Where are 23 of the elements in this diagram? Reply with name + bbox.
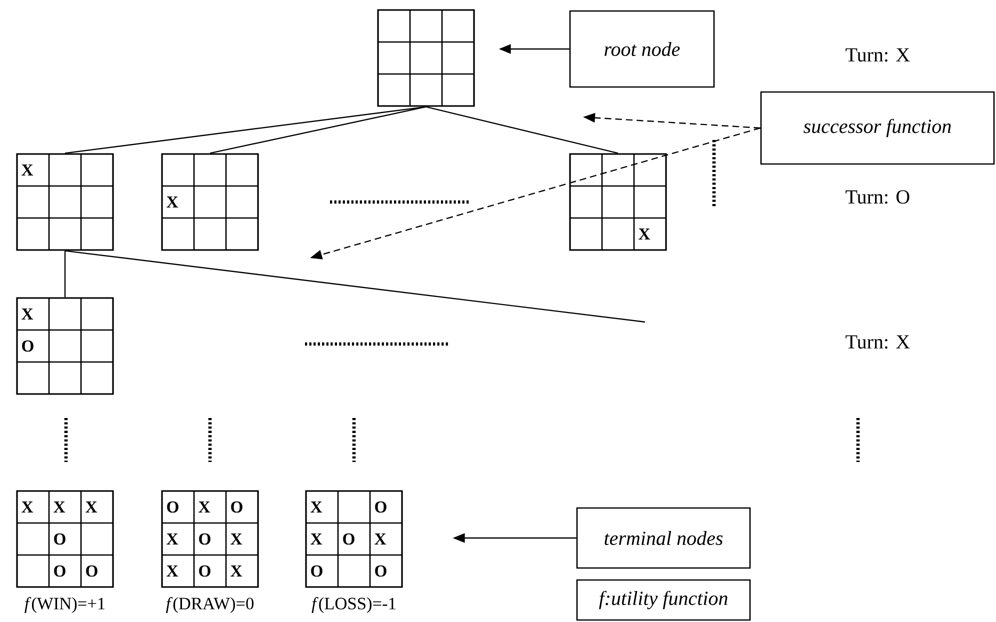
text-box: successor function — [760, 91, 995, 165]
game-board — [377, 9, 475, 107]
node-label: f(WIN)=+1 — [24, 597, 105, 613]
game-board: X — [161, 153, 259, 251]
text-box: f:utility function — [576, 579, 751, 621]
game-board: X X X O O O f(WIN)=+1 — [16, 490, 114, 613]
game-board: X — [569, 153, 667, 251]
game-board: X O X O X O O f(LOSS)=-1 — [305, 490, 403, 613]
node-label: f(LOSS)=-1 — [312, 597, 396, 613]
game-board: O X O X O X X O X f(DRAW)=0 — [161, 490, 259, 613]
connector-line — [426, 106, 618, 154]
turn-label: Turn: X — [846, 335, 910, 349]
connector-line — [210, 106, 426, 154]
text-box: terminal nodes — [576, 507, 751, 569]
turn-label: Turn: O — [846, 190, 910, 204]
game-board: X O — [16, 297, 114, 395]
connector-line — [64, 250, 66, 298]
connector-line — [64, 106, 426, 154]
node-label: f(DRAW)=0 — [166, 597, 254, 613]
connector-line — [64, 250, 646, 323]
text-box: root node — [569, 10, 715, 88]
game-board: X — [16, 153, 114, 251]
turn-label: Turn: X — [846, 48, 910, 62]
